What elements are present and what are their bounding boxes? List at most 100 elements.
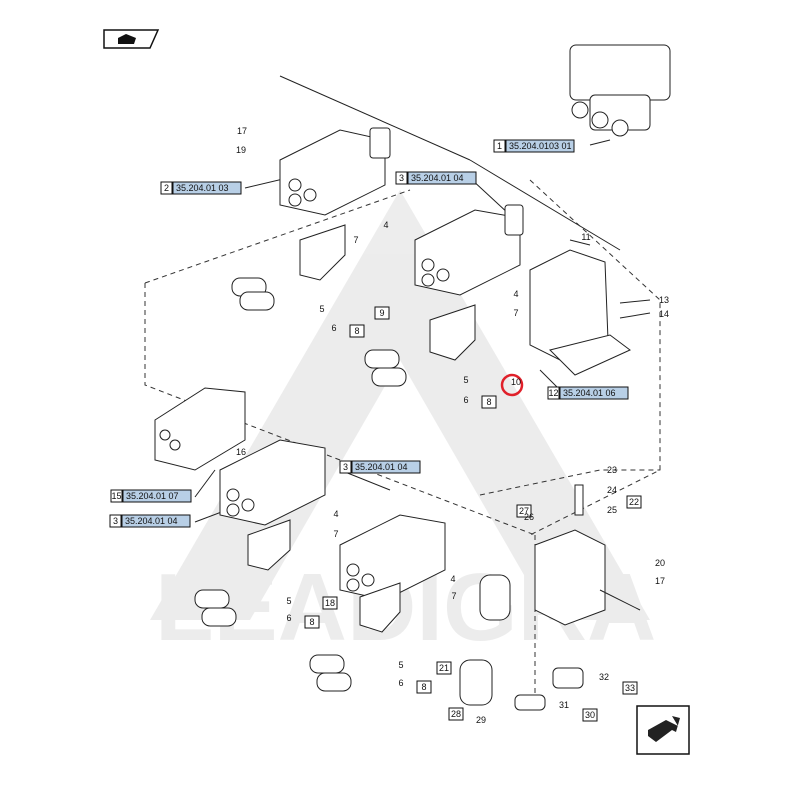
svg-text:31: 31 <box>559 700 569 710</box>
reference-number: 1 <box>497 141 502 151</box>
callout-32[interactable]: 32 <box>599 672 609 682</box>
reference-boxes: 1 35.204.0103 01 2 35.204.01 03 3 35.204.01 0… <box>109 139 629 528</box>
callout-7[interactable]: 7 <box>353 235 358 245</box>
svg-text:5: 5 <box>319 304 324 314</box>
svg-text:17: 17 <box>237 126 247 136</box>
callout-4[interactable]: 4 <box>513 289 518 299</box>
callout-5[interactable]: 5 <box>319 304 324 314</box>
callout-31[interactable]: 31 <box>559 700 569 710</box>
reference-number: 12 <box>548 388 558 398</box>
callout-19[interactable]: 19 <box>236 145 246 155</box>
svg-text:4: 4 <box>513 289 518 299</box>
callout-30[interactable]: 30 <box>582 708 598 722</box>
inlet-module-12 <box>529 249 631 376</box>
book-arrow-icon[interactable] <box>103 29 160 49</box>
reference-number: 2 <box>164 183 169 193</box>
callout-17[interactable]: 17 <box>655 576 665 586</box>
reference-number: 3 <box>343 462 348 472</box>
callout-5[interactable]: 5 <box>286 596 291 606</box>
callout-10[interactable]: 10 <box>511 377 521 387</box>
svg-text:8: 8 <box>309 617 314 627</box>
callout-7[interactable]: 7 <box>451 591 456 601</box>
svg-text:6: 6 <box>286 613 291 623</box>
callout-17[interactable]: 17 <box>237 126 247 136</box>
callout-24[interactable]: 24 <box>607 485 617 495</box>
callout-33[interactable]: 33 <box>622 681 638 695</box>
callout-13[interactable]: 13 <box>659 295 669 305</box>
reference-code: 35.204.01 03 <box>176 183 229 193</box>
svg-text:29: 29 <box>476 715 486 725</box>
svg-text:7: 7 <box>451 591 456 601</box>
callout-26[interactable]: 26 <box>524 512 534 522</box>
fitting-pairs <box>194 277 407 692</box>
callout-28[interactable]: 28 <box>448 707 464 721</box>
svg-text:6: 6 <box>398 678 403 688</box>
spacer-blocks <box>247 224 476 633</box>
callout-8[interactable]: 8 <box>349 324 365 338</box>
svg-text:6: 6 <box>463 395 468 405</box>
callout-9[interactable]: 9 <box>374 306 390 320</box>
svg-text:4: 4 <box>333 509 338 519</box>
valve-assembly-top-right <box>569 44 671 137</box>
callout-29[interactable]: 29 <box>476 715 486 725</box>
svg-text:6: 6 <box>331 323 336 333</box>
svg-text:16: 16 <box>236 447 246 457</box>
reference-box[interactable]: 2 35.204.01 03 <box>160 181 242 195</box>
callout-4[interactable]: 4 <box>333 509 338 519</box>
reference-code: 35.204.0103 01 <box>509 141 572 151</box>
svg-text:14: 14 <box>659 309 669 319</box>
callout-6[interactable]: 6 <box>398 678 403 688</box>
callout-6[interactable]: 6 <box>463 395 468 405</box>
callout-4[interactable]: 4 <box>383 220 388 230</box>
svg-text:10: 10 <box>511 377 521 387</box>
next-page-arrow-icon[interactable] <box>636 705 690 755</box>
callout-25[interactable]: 25 <box>607 505 617 515</box>
svg-text:20: 20 <box>655 558 665 568</box>
svg-text:7: 7 <box>353 235 358 245</box>
svg-text:5: 5 <box>463 375 468 385</box>
valve-section-2 <box>279 127 391 216</box>
reference-code: 35.204.01 04 <box>355 462 408 472</box>
callout-11[interactable]: 11 <box>581 232 590 242</box>
callout-16[interactable]: 16 <box>236 447 246 457</box>
callout-27[interactable]: 27 <box>516 504 532 518</box>
svg-text:7: 7 <box>513 308 518 318</box>
svg-text:7: 7 <box>333 529 338 539</box>
callout-21[interactable]: 21 <box>436 661 452 675</box>
callout-6[interactable]: 6 <box>286 613 291 623</box>
callout-14[interactable]: 14 <box>659 309 669 319</box>
svg-text:8: 8 <box>354 326 359 336</box>
callout-7[interactable]: 7 <box>333 529 338 539</box>
callout-5[interactable]: 5 <box>398 660 403 670</box>
callout-5[interactable]: 5 <box>463 375 468 385</box>
svg-text:13: 13 <box>659 295 669 305</box>
callout-4[interactable]: 4 <box>450 574 455 584</box>
svg-text:8: 8 <box>421 682 426 692</box>
callout-8[interactable]: 8 <box>416 680 432 694</box>
callout-8[interactable]: 8 <box>481 395 497 409</box>
callout-20[interactable]: 20 <box>655 558 665 568</box>
callout-22[interactable]: 22 <box>626 495 642 509</box>
valve-section-3c <box>339 514 446 601</box>
svg-text:18: 18 <box>325 598 335 608</box>
reference-box[interactable]: 3 35.204.01 04 <box>339 460 421 474</box>
svg-text:4: 4 <box>450 574 455 584</box>
reference-box[interactable]: 1 35.204.0103 01 <box>493 139 575 153</box>
svg-text:30: 30 <box>585 710 595 720</box>
callout-7[interactable]: 7 <box>513 308 518 318</box>
highlight-ring <box>500 373 524 397</box>
reference-number: 15 <box>111 491 121 501</box>
callout-8[interactable]: 8 <box>304 615 320 629</box>
svg-text:17: 17 <box>655 576 665 586</box>
callout-18[interactable]: 18 <box>322 596 338 610</box>
callout-23[interactable]: 23 <box>607 465 617 475</box>
svg-text:19: 19 <box>236 145 246 155</box>
callout-6[interactable]: 6 <box>331 323 336 333</box>
